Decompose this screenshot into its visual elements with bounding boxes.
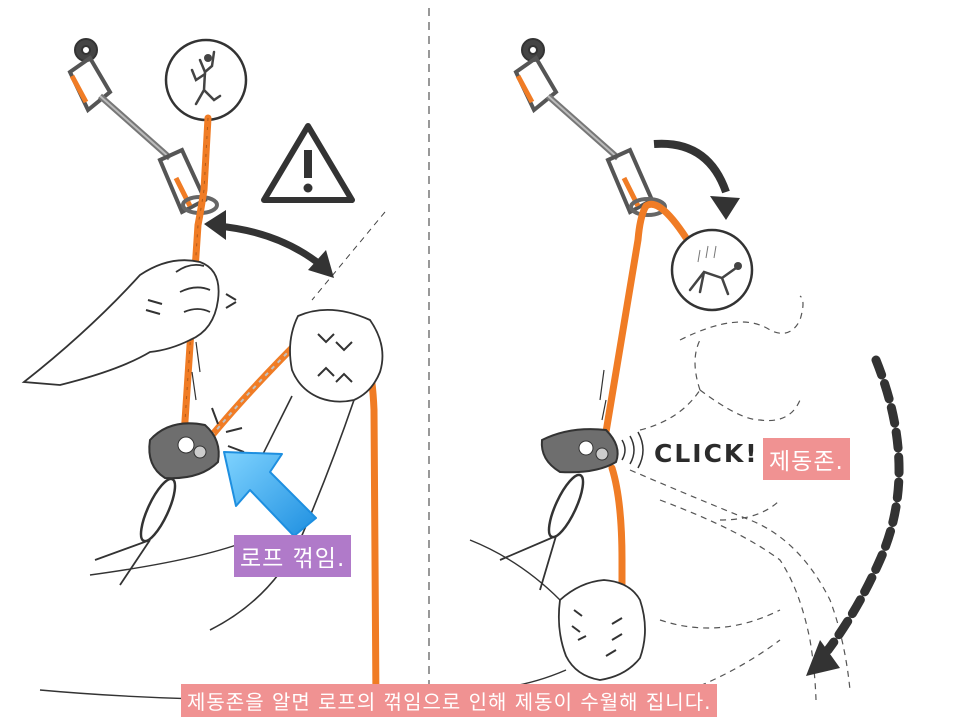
blue-arrow-icon <box>223 451 317 537</box>
rope-brake-side <box>608 464 626 644</box>
carabiner-icon <box>499 473 585 591</box>
braking-zone-label: 제동존. <box>763 438 850 480</box>
belay-device-icon <box>540 428 619 474</box>
wall-line <box>311 211 386 301</box>
rope-climber-side <box>600 200 694 448</box>
left-panel <box>21 38 386 709</box>
climber-icon <box>164 38 248 122</box>
belayer-silhouette <box>629 295 851 701</box>
warning-icon <box>261 123 355 203</box>
quickdraw-icon <box>513 38 655 215</box>
rope-bend-label: 로프 꺾임. <box>234 535 352 577</box>
carabiner-icon <box>94 477 177 586</box>
click-label: CLICK! <box>654 439 759 468</box>
falling-climber-icon <box>670 228 754 312</box>
curved-arrow-icon <box>653 139 740 220</box>
double-arrow-icon <box>204 210 334 278</box>
dashed-arrow-icon <box>806 355 904 676</box>
belay-device-icon <box>148 422 220 480</box>
brake-hand <box>557 579 646 681</box>
left-hand <box>21 259 237 386</box>
right-fist <box>289 308 384 403</box>
right-panel <box>469 38 904 701</box>
caption: 제동존을 알면 로프의 꺾임으로 인해 제동이 수월해 집니다. <box>181 684 718 717</box>
